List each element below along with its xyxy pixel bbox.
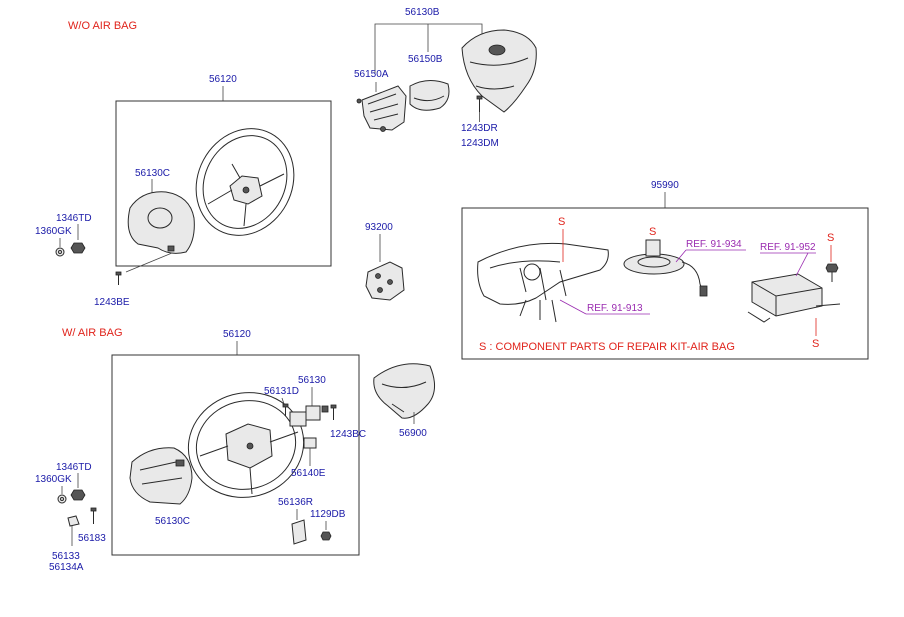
part-1346TD-nut-bottom[interactable] <box>70 473 86 501</box>
part-label-1129DB[interactable]: 1129DB <box>310 509 346 520</box>
leader-1243BE <box>125 252 173 273</box>
part-label-56130[interactable]: 56130 <box>298 375 326 386</box>
part-label-56150B[interactable]: 56150B <box>408 54 443 65</box>
frame-56120-bottom <box>111 354 360 556</box>
part-mounting-bolt[interactable] <box>825 263 839 282</box>
part-dashboard-airbag[interactable] <box>477 242 609 323</box>
part-label-56130C-top[interactable]: 56130C <box>135 168 170 179</box>
part-56130C-horn-pad-top[interactable] <box>127 191 195 254</box>
part-label-56900[interactable]: 56900 <box>399 428 427 439</box>
section-heading-with-airbag: W/ AIR BAG <box>62 327 123 339</box>
leader-56130B <box>374 23 483 73</box>
part-label-56183[interactable]: 56183 <box>78 533 106 544</box>
part-label-1243DR[interactable]: 1243DR <box>461 123 498 134</box>
part-56130C-airbag-pad-bottom[interactable] <box>129 447 193 505</box>
part-label-56136R[interactable]: 56136R <box>278 497 313 508</box>
part-label-56133[interactable]: 56133 <box>52 551 80 562</box>
part-clock-spring[interactable] <box>623 239 708 297</box>
part-56130-switch-assembly[interactable] <box>289 405 329 427</box>
part-1346TD-nut-top[interactable] <box>70 224 86 254</box>
part-56183-screw[interactable] <box>90 507 97 524</box>
repair-kit-marker-clock-spring: S <box>649 226 656 238</box>
part-56150A-switch-bracket[interactable] <box>356 82 407 132</box>
part-label-1346TD-top[interactable]: 1346TD <box>56 213 92 224</box>
part-label-1360GK-bottom[interactable]: 1360GK <box>35 474 72 485</box>
part-label-56130C-bottom[interactable]: 56130C <box>155 516 190 527</box>
part-airbag-control-unit[interactable] <box>747 273 841 323</box>
part-56120-steering-wheel-bottom[interactable] <box>177 380 316 510</box>
part-56140E-bracket[interactable] <box>303 437 317 466</box>
repair-kit-note: S : COMPONENT PARTS OF REPAIR KIT-AIR BA… <box>479 341 735 353</box>
part-56150B-cover[interactable] <box>409 80 450 111</box>
part-1243BE-screw[interactable] <box>115 271 122 285</box>
part-label-1243DM[interactable]: 1243DM <box>461 138 499 149</box>
part-93200-switch[interactable] <box>365 261 405 301</box>
repair-kit-marker-control-unit: S <box>812 338 819 350</box>
part-label-56120-bottom[interactable]: 56120 <box>223 329 251 340</box>
reference-91-952[interactable]: REF. 91-952 <box>760 242 816 253</box>
reference-91-934[interactable]: REF. 91-934 <box>686 239 742 250</box>
part-1360GK-washer-top[interactable] <box>55 238 65 257</box>
part-label-56131D[interactable]: 56131D <box>264 386 299 397</box>
frame-95990 <box>461 207 869 360</box>
part-1243DR-screw[interactable] <box>476 95 483 122</box>
part-label-95990[interactable]: 95990 <box>651 180 679 191</box>
repair-kit-marker-dashboard: S <box>558 216 565 228</box>
part-1243BC-screw[interactable] <box>330 404 337 420</box>
part-label-56130B[interactable]: 56130B <box>405 7 440 18</box>
part-label-56120-top[interactable]: 56120 <box>209 74 237 85</box>
part-56900-airbag-module[interactable] <box>373 363 435 419</box>
part-label-56150A[interactable]: 56150A <box>354 69 389 80</box>
part-56133-cap[interactable] <box>67 515 80 546</box>
part-label-1243BE[interactable]: 1243BE <box>94 297 130 308</box>
part-label-1360GK-top[interactable]: 1360GK <box>35 226 72 237</box>
part-56131D-screw[interactable] <box>281 397 289 416</box>
part-56136R-bracket[interactable] <box>291 509 307 545</box>
part-1129DB-screw[interactable] <box>320 521 332 541</box>
part-label-1243BC[interactable]: 1243BC <box>330 429 366 440</box>
frame-56120-top <box>115 100 332 267</box>
section-heading-without-airbag: W/O AIR BAG <box>68 20 137 32</box>
reference-91-913[interactable]: REF. 91-913 <box>587 303 643 314</box>
part-56130B-horn-pad[interactable] <box>461 29 537 113</box>
part-1360GK-washer-bottom[interactable] <box>57 486 67 504</box>
part-label-93200[interactable]: 93200 <box>365 222 393 233</box>
repair-kit-marker-bolt: S <box>827 232 834 244</box>
part-label-1346TD-bottom[interactable]: 1346TD <box>56 462 92 473</box>
part-56120-steering-wheel-top[interactable] <box>178 111 313 252</box>
part-label-56140E[interactable]: 56140E <box>291 468 326 479</box>
part-label-56134A[interactable]: 56134A <box>49 562 84 573</box>
